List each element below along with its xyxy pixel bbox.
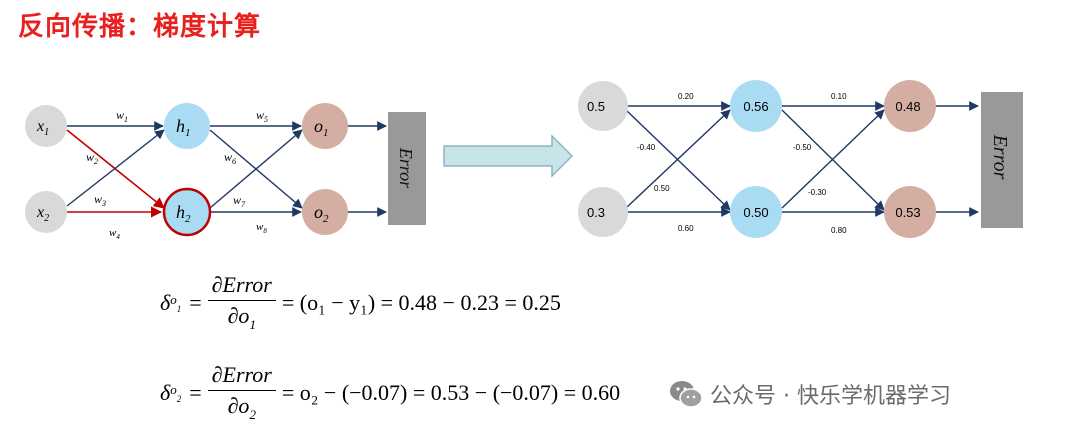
formula2-rest: = o₂ − (−0.07) = 0.53 − (−0.07) = 0.60 xyxy=(281,379,621,405)
edge-w3 xyxy=(66,129,165,207)
node-o2 xyxy=(302,189,348,235)
right-network: 0.20 -0.40 0.50 0.60 0.10 -0.50 -0.30 0.… xyxy=(578,80,1023,238)
r-node-hidden-1-value: 0.56 xyxy=(743,99,768,114)
edge-w2 xyxy=(66,129,165,209)
formula2-fraction: ∂Error ∂o2 xyxy=(207,362,276,423)
r-weight-w6: -0.50 xyxy=(793,143,812,152)
formula1-eq: = xyxy=(189,289,202,315)
node-h2 xyxy=(162,187,212,237)
r-weight-w4: 0.60 xyxy=(678,224,694,233)
r-weight-w1: 0.20 xyxy=(678,92,694,101)
r-weight-w5: 0.10 xyxy=(831,92,847,101)
r-node-output-1 xyxy=(884,80,936,132)
error-label-right: Error xyxy=(989,134,1011,180)
formula2-lhs-sub: o2 xyxy=(170,381,182,404)
formula-delta-o2: δ o2 = ∂Error ∂o2 = o₂ − (−0.07) = 0.53 … xyxy=(160,362,620,423)
formula1-denominator: ∂o1 xyxy=(227,303,256,332)
formula1-lhs-sub: o1 xyxy=(170,291,182,314)
r-edge-w6 xyxy=(781,109,885,211)
node-h1 xyxy=(164,103,210,149)
weight-label-w4: w4 xyxy=(109,227,120,241)
formula1-numerator: ∂Error xyxy=(207,272,276,301)
weight-label-w3: w3 xyxy=(94,192,106,208)
r-node-hidden-1 xyxy=(730,80,782,132)
edge-w7 xyxy=(209,129,303,209)
node-o1 xyxy=(302,103,348,149)
r-node-output-2-value: 0.53 xyxy=(895,205,920,220)
r-weight-w3: 0.50 xyxy=(654,184,670,193)
weight-label-w8: w8 xyxy=(256,221,267,235)
weight-label-w6: w6 xyxy=(224,150,236,166)
r-node-output-2 xyxy=(884,186,936,238)
watermark-text: 公众号 · 快乐学机器学习 xyxy=(710,384,951,409)
formula2-eq: = xyxy=(189,379,202,405)
node-x1 xyxy=(25,105,67,147)
weight-label-w5: w5 xyxy=(256,108,268,124)
r-edge-w7 xyxy=(781,109,885,209)
formula2-lhs: δ xyxy=(160,379,171,405)
r-node-input-1 xyxy=(578,81,628,131)
watermark: 公众号 · 快乐学机器学习 xyxy=(668,378,951,410)
r-weight-w8: 0.80 xyxy=(831,226,847,235)
w1-sub: 1 xyxy=(124,115,128,124)
r-weight-w2: -0.40 xyxy=(637,143,656,152)
r-weight-w7: -0.30 xyxy=(808,188,827,197)
formula-delta-o1: δ o1 = ∂Error ∂o1 = (o₁ − y₁) = 0.48 − 0… xyxy=(160,272,561,333)
transition-arrow xyxy=(443,134,574,178)
r-node-output-1-value: 0.48 xyxy=(895,99,920,114)
weight-label-w1: w1 xyxy=(116,108,128,124)
error-label-left: Error xyxy=(396,147,416,189)
r-node-hidden-2 xyxy=(730,186,782,238)
weight-label-w7: w7 xyxy=(233,193,246,209)
error-box-left xyxy=(388,112,426,225)
weight-label-w2: w2 xyxy=(86,150,98,166)
formula1-fraction: ∂Error ∂o1 xyxy=(207,272,276,333)
left-network: w1 w2 w3 w4 w5 w6 w7 w8 x1 x2 h1 h2 o1 o… xyxy=(25,103,426,241)
formula1-rest: = (o₁ − y₁) = 0.48 − 0.23 = 0.25 xyxy=(281,289,561,315)
r-node-input-2 xyxy=(578,187,628,237)
node-x2 xyxy=(25,191,67,233)
error-box-right xyxy=(981,92,1023,228)
r-node-input-2-value: 0.3 xyxy=(587,205,605,220)
r-node-hidden-2-value: 0.50 xyxy=(743,205,768,220)
r-node-input-1-value: 0.5 xyxy=(587,99,605,114)
r-edge-w3 xyxy=(625,109,731,209)
wechat-icon xyxy=(670,381,703,408)
page-title: 反向传播：梯度计算 xyxy=(18,12,262,42)
r-edge-w2 xyxy=(625,109,731,211)
formula2-denominator: ∂o2 xyxy=(227,393,256,422)
formula1-lhs: δ xyxy=(160,289,171,315)
formula2-numerator: ∂Error xyxy=(207,362,276,391)
